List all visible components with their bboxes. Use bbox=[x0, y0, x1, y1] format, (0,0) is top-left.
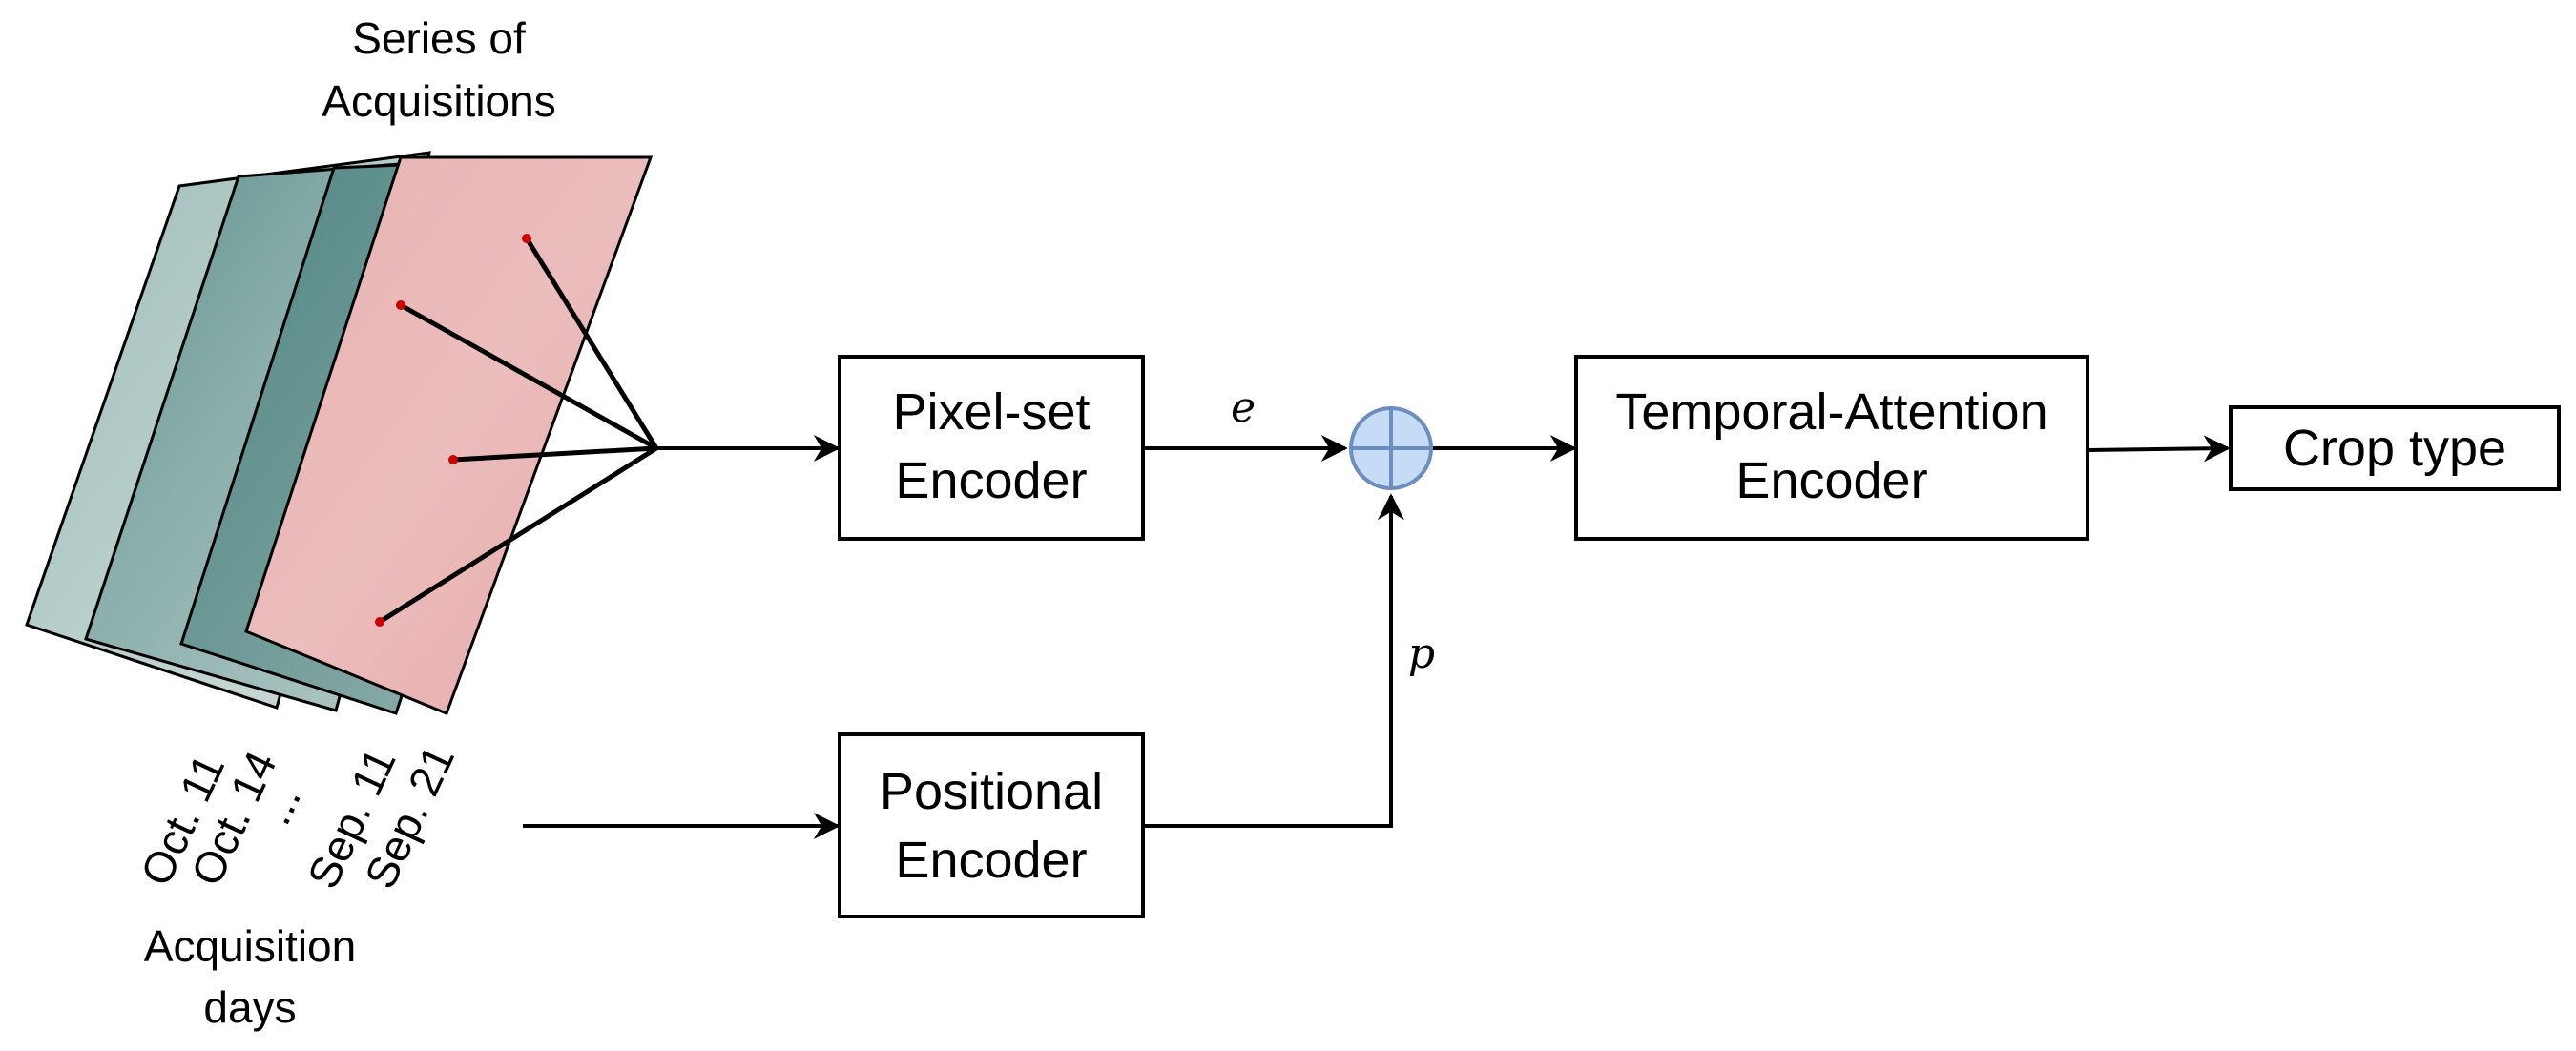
acquisition-days-line1: Acquisition bbox=[144, 921, 356, 971]
acquisition-days-line2: days bbox=[203, 982, 296, 1032]
positional-encoder-label-line1: Positional bbox=[880, 763, 1103, 820]
pixel-dot bbox=[448, 455, 458, 464]
connectors bbox=[523, 435, 2231, 839]
acquisition-image-4 bbox=[244, 155, 654, 715]
temporal-encoder-label-line1: Temporal-Attention bbox=[1615, 383, 2047, 441]
pixel-sampling-lines bbox=[378, 237, 659, 625]
pixel-dot bbox=[396, 300, 405, 310]
temporal-attention-encoder-block: Temporal-Attention Encoder bbox=[1574, 355, 2089, 541]
positional-encoder-block: Positional Encoder bbox=[838, 732, 1145, 918]
sampled-pixel-dots bbox=[375, 234, 531, 627]
acquisition-dates: Oct. 11 Oct. 14 ... Sep. 11 Sep. 21 bbox=[131, 738, 464, 896]
pixel-dot bbox=[522, 234, 531, 243]
circled-plus-icon bbox=[1349, 406, 1433, 490]
edge-label-e: e bbox=[1231, 383, 1256, 432]
acquisition-image-stack bbox=[25, 151, 654, 715]
acquisitions-title-line1: Series of bbox=[352, 13, 526, 63]
pixel-set-encoder-label-line2: Encoder bbox=[895, 452, 1087, 509]
pixel-set-encoder-label-line1: Pixel-set bbox=[892, 383, 1090, 441]
arrow-positional-to-sum bbox=[1143, 493, 1404, 828]
arrow-temporal-to-output bbox=[2087, 435, 2231, 463]
crop-type-label: Crop type bbox=[2283, 420, 2506, 477]
acquisitions-title-line2: Acquisitions bbox=[322, 76, 555, 126]
edge-label-p: p bbox=[1408, 629, 1435, 678]
pixel-set-encoder-block: Pixel-set Encoder bbox=[838, 355, 1145, 541]
crop-type-output-block: Crop type bbox=[2229, 405, 2561, 491]
temporal-encoder-label-line2: Encoder bbox=[1735, 452, 1927, 509]
pixel-dot bbox=[375, 617, 384, 627]
positional-encoder-label-line2: Encoder bbox=[895, 832, 1087, 889]
